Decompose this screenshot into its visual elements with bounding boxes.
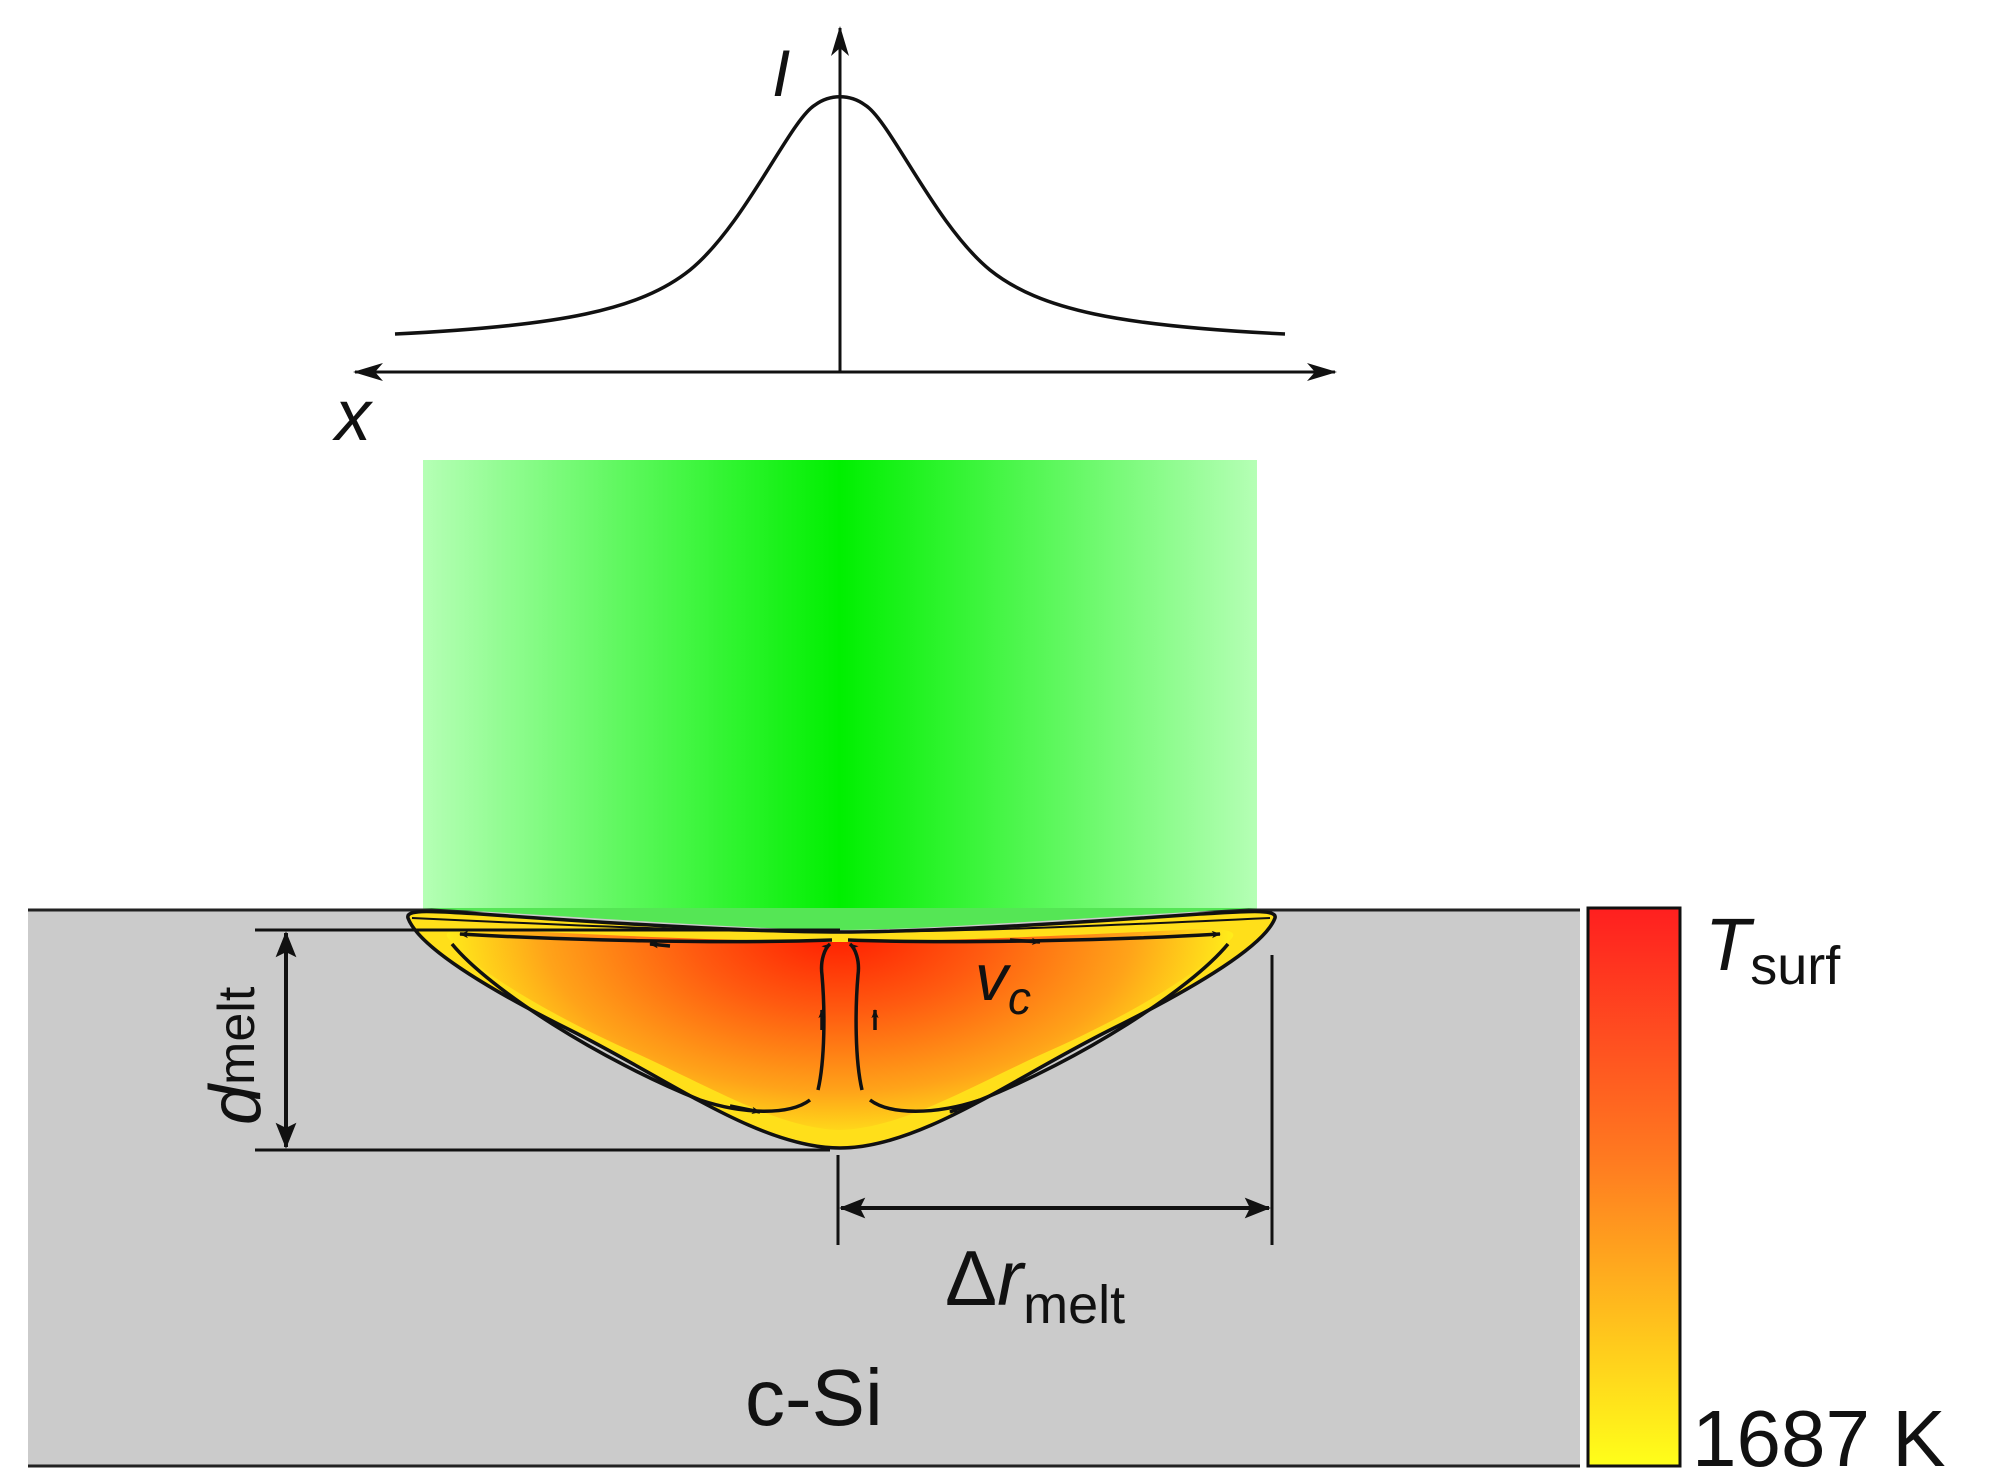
flow-right-rise bbox=[848, 942, 864, 1091]
intensity-profile: I x bbox=[332, 26, 1337, 456]
flow-left-rise bbox=[816, 942, 832, 1091]
melt-surface-band bbox=[411, 917, 1271, 934]
flow-left-surface bbox=[459, 930, 833, 944]
flow-left-mark-2 bbox=[729, 1104, 761, 1114]
colorbar-gradient bbox=[1586, 906, 1682, 1468]
flow-right-mark-1 bbox=[1009, 937, 1041, 946]
colorbar-bottom-label: 1687 K bbox=[1692, 1394, 1946, 1483]
x-axis-label: x bbox=[332, 376, 374, 456]
melt-pool bbox=[406, 909, 1277, 1150]
beam-surface-dip bbox=[423, 908, 1257, 930]
depth-dimension: dmelt bbox=[196, 928, 840, 1152]
colorbar-top-label: Tsurf bbox=[1705, 903, 1841, 996]
convection-flow bbox=[450, 930, 1230, 1114]
intensity-curve bbox=[394, 95, 1286, 336]
velocity-label: vc bbox=[975, 940, 1031, 1024]
y-axis-label: I bbox=[772, 36, 790, 110]
flow-right-mark-2 bbox=[949, 1098, 981, 1114]
melt-pool-inner bbox=[446, 928, 1234, 1130]
material-label: c-Si bbox=[745, 1353, 883, 1442]
temperature-colorbar: Tsurf 1687 K bbox=[1586, 903, 1946, 1483]
radius-dimension: Δrmelt bbox=[836, 955, 1274, 1335]
flow-left-mark-1 bbox=[649, 941, 671, 949]
depth-label: dmelt bbox=[196, 986, 276, 1125]
radius-label: Δrmelt bbox=[945, 1234, 1125, 1335]
flow-right-side bbox=[868, 942, 1230, 1113]
flow-left-side bbox=[450, 942, 812, 1113]
laser-beam bbox=[423, 460, 1257, 910]
